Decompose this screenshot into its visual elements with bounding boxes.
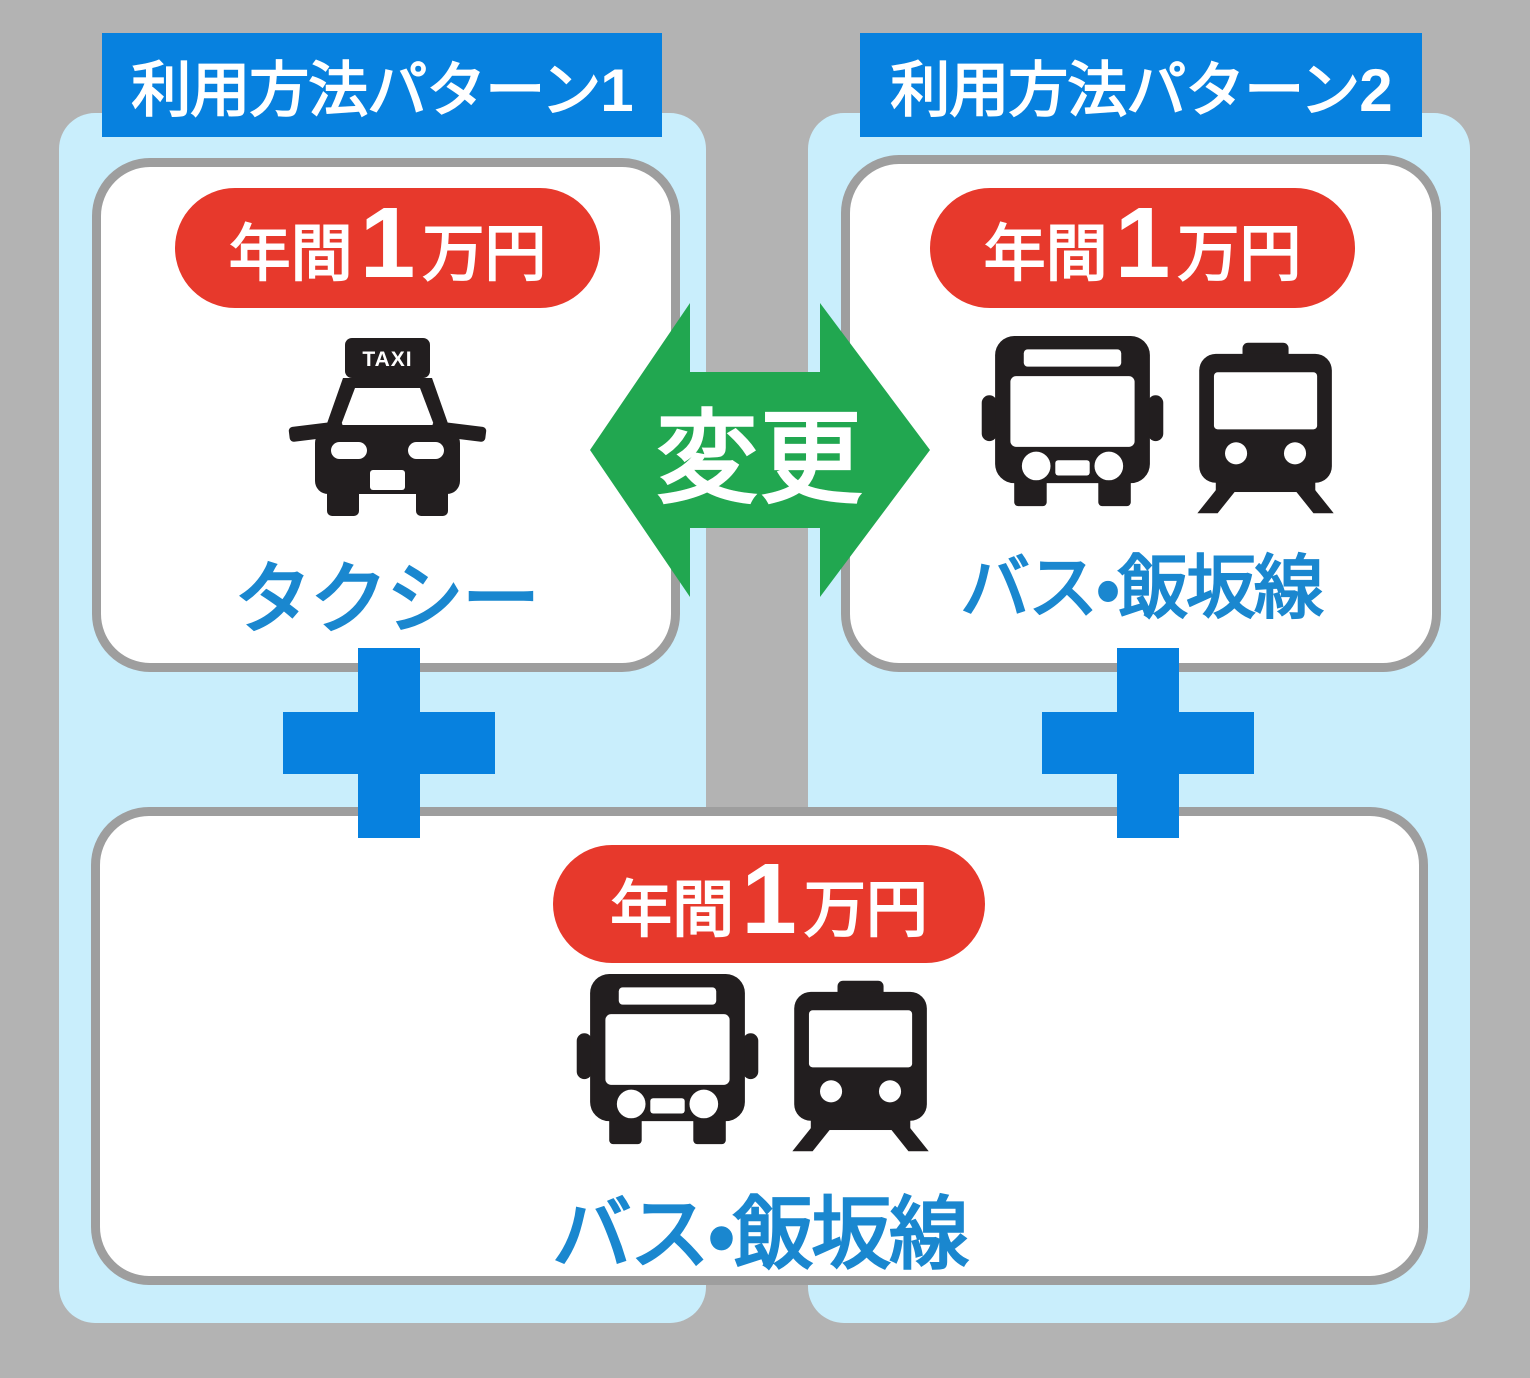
pattern2-header-label: 利用方法パターン2 <box>890 56 1392 124</box>
badge-suffix: 万円 <box>1177 220 1302 289</box>
badge-prefix: 年間 <box>228 220 353 289</box>
taxi-label: タクシー <box>233 555 540 643</box>
badge-suffix: 万円 <box>803 876 928 945</box>
pattern1-header: 利用方法パターン1 <box>102 33 662 137</box>
badge-amount: 1 <box>359 186 416 299</box>
plus-icon <box>283 648 495 838</box>
bus-icon <box>980 336 1165 513</box>
bus-icon <box>575 974 760 1151</box>
taxi-icon: TAXI <box>285 338 490 523</box>
bus-iizaka-bottom-label: バス・飯坂線 <box>551 1190 969 1279</box>
plus-vertical-bar <box>358 648 420 838</box>
plus-vertical-bar <box>1117 648 1179 838</box>
pattern2-header: 利用方法パターン2 <box>860 33 1422 137</box>
change-arrow-label: 変更 <box>656 401 864 516</box>
change-arrow: 変更 <box>590 303 930 597</box>
bus-iizaka-label: バス・飯坂線 <box>960 549 1324 627</box>
badge-amount: 1 <box>1114 186 1171 299</box>
train-icon <box>785 978 937 1159</box>
plus-icon <box>1042 648 1254 838</box>
taxi-sign-label: TAXI <box>362 348 412 371</box>
bidirectional-arrow-icon <box>590 303 930 597</box>
badge-prefix: 年間 <box>983 220 1108 289</box>
badge-suffix: 万円 <box>422 220 547 289</box>
badge-prefix: 年間 <box>610 876 735 945</box>
pattern1-header-label: 利用方法パターン1 <box>131 56 633 124</box>
badge-amount: 1 <box>741 842 797 955</box>
train-icon <box>1190 340 1342 521</box>
